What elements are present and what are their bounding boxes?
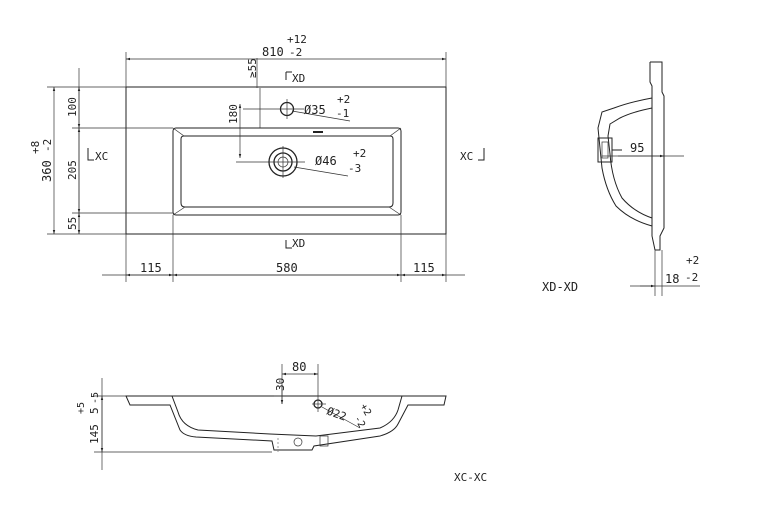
bottom-view-label: XC-XC	[454, 471, 487, 484]
drain-tol-plus: +2	[353, 147, 366, 160]
height-tol-plus: +8	[29, 141, 42, 154]
height-tol-minus: -2	[41, 139, 54, 152]
dim-5-tol-plus: +5	[76, 402, 87, 414]
section-xc-right: XC	[460, 150, 473, 163]
section-xc-left: XC	[95, 150, 108, 163]
height-dim: 360	[40, 160, 54, 182]
dim-18-tol-plus: +2	[686, 254, 699, 267]
overflow-tol-plus: +2	[357, 402, 373, 418]
side-section-view: 95 18 +2 -2 XD-XD	[542, 61, 700, 296]
width-tol-plus: +12	[287, 33, 307, 46]
dim-205: 205	[66, 160, 79, 180]
width-tol-minus: -2	[289, 46, 302, 59]
overflow-hole-label: Ø22	[325, 405, 348, 424]
bottom-section-view: Ø22 +2 -2 80 30 145 5 +5 -5 XC-XC	[76, 360, 487, 484]
overflow-tol-minus: -2	[351, 414, 367, 430]
dim-95: 95	[630, 141, 644, 155]
dim-100: 100	[66, 97, 79, 117]
dim-115-left: 115	[140, 261, 162, 275]
side-view-label: XD-XD	[542, 280, 578, 294]
section-xd-bottom: XD	[292, 237, 305, 250]
top-view: ≥55 180 Ø35 +2 -1 Ø46 +2 -3 810 +12 -2 3…	[29, 33, 485, 282]
dim-5-tol-minus: -5	[90, 392, 101, 404]
section-xd-top: XD	[292, 72, 305, 85]
width-dim: 810	[262, 45, 284, 59]
dim-180: 180	[227, 104, 240, 124]
tap-hole-label: Ø35	[304, 103, 326, 117]
dim-80: 80	[292, 360, 306, 374]
tap-tol-minus: -1	[336, 107, 349, 120]
drain-hole-label: Ø46	[315, 154, 337, 168]
dim-55-left: 55	[66, 217, 79, 230]
basin-outline	[125, 86, 447, 235]
dim-18: 18	[665, 272, 679, 286]
dim-18-tol-minus: -2	[685, 271, 698, 284]
dim-ge55: ≥55	[246, 58, 259, 78]
bowl-outer-outline	[172, 127, 402, 216]
dim-145: 145	[88, 424, 101, 444]
dim-5: 5	[88, 407, 101, 414]
dim-115-right: 115	[413, 261, 435, 275]
dim-30: 30	[274, 378, 287, 391]
tap-tol-plus: +2	[337, 93, 350, 106]
dim-580: 580	[276, 261, 298, 275]
drain-tol-minus: -3	[348, 162, 361, 175]
